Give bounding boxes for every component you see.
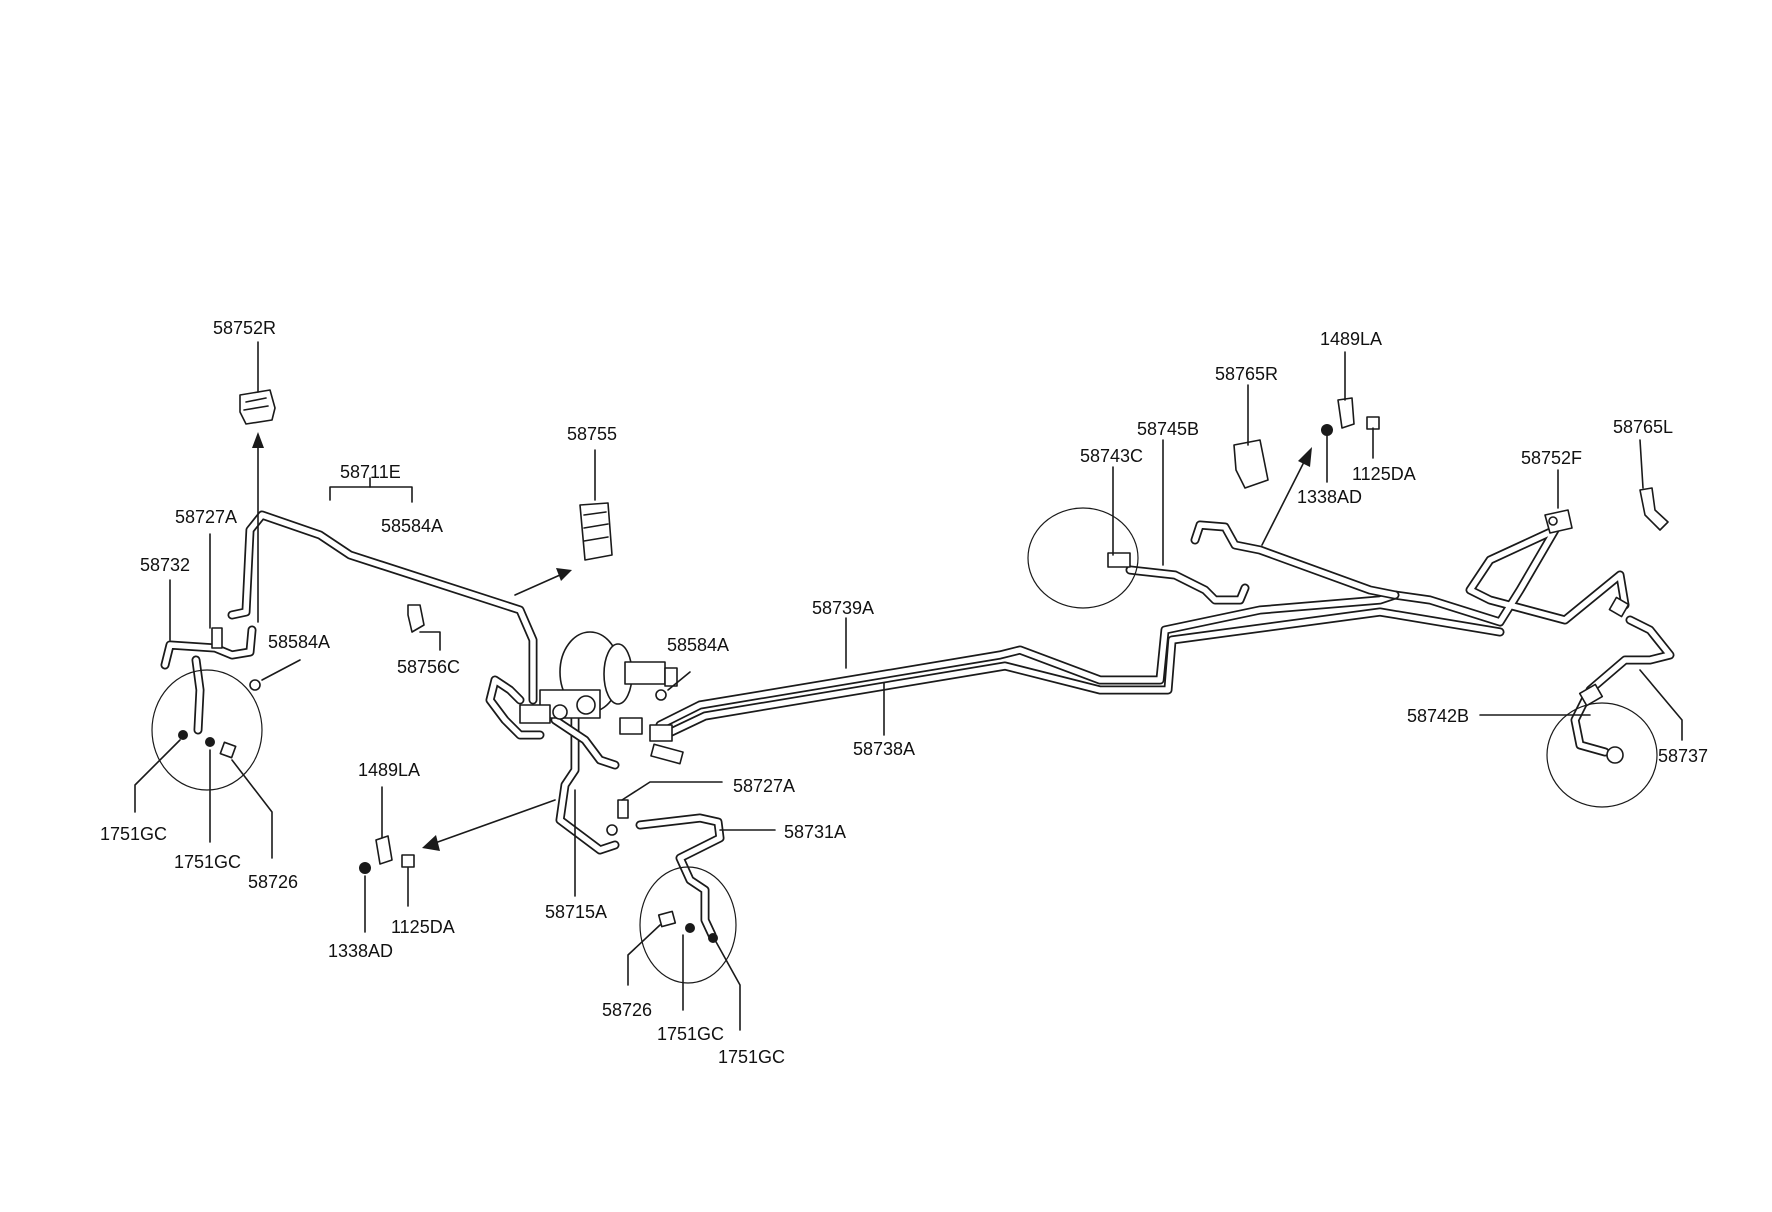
label-1125DA-right: 1125DA: [1352, 464, 1416, 484]
arrows: [252, 432, 1312, 851]
label-1489LA-right: 1489LA: [1320, 329, 1382, 349]
label-58765R: 58765R: [1215, 364, 1278, 384]
label-58752F: 58752F: [1521, 448, 1582, 468]
label-58715A: 58715A: [545, 902, 607, 922]
label-58755: 58755: [567, 424, 617, 444]
label-1751GC-bottom-2: 1751GC: [718, 1047, 785, 1067]
label-58739A: 58739A: [812, 598, 874, 618]
label-58726-left: 58726: [248, 872, 298, 892]
label-58765L: 58765L: [1613, 417, 1673, 437]
leader-lines: [134, 341, 1683, 1031]
label-1751GC-bottom-1: 1751GC: [657, 1024, 724, 1044]
label-58732: 58732: [140, 555, 190, 575]
label-58738A: 58738A: [853, 739, 915, 759]
label-1125DA-left: 1125DA: [391, 917, 455, 937]
label-1489LA-left: 1489LA: [358, 760, 420, 780]
label-1751GC-left-2: 1751GC: [174, 852, 241, 872]
label-58731A: 58731A: [784, 822, 846, 842]
clips-and-fittings: [178, 389, 1669, 943]
label-58743C: 58743C: [1080, 446, 1143, 466]
label-58584A-mid: 58584A: [667, 635, 729, 655]
label-1751GC-left-1: 1751GC: [100, 824, 167, 844]
label-58752R: 58752R: [213, 318, 276, 338]
label-58727A-left: 58727A: [175, 507, 237, 527]
label-58742B: 58742B: [1407, 706, 1469, 726]
label-1338AD-right: 1338AD: [1297, 487, 1362, 507]
label-58727A-mid: 58727A: [733, 776, 795, 796]
label-58737: 58737: [1658, 746, 1708, 766]
label-1338AD-left: 1338AD: [328, 941, 393, 961]
label-58756C: 58756C: [397, 657, 460, 677]
label-58711E: 58711E: [340, 462, 401, 482]
part-labels: 58752R 58711E 58584A 58727A 58732 58584A…: [100, 318, 1708, 1067]
label-58726-bottom: 58726: [602, 1000, 652, 1020]
brake-pipes: [160, 510, 1675, 940]
label-58584A-top: 58584A: [381, 516, 443, 536]
brake-booster-assembly: [519, 631, 684, 765]
label-58745B: 58745B: [1137, 419, 1199, 439]
label-58584A-left: 58584A: [268, 632, 330, 652]
wheel-outlines: [151, 507, 1658, 984]
